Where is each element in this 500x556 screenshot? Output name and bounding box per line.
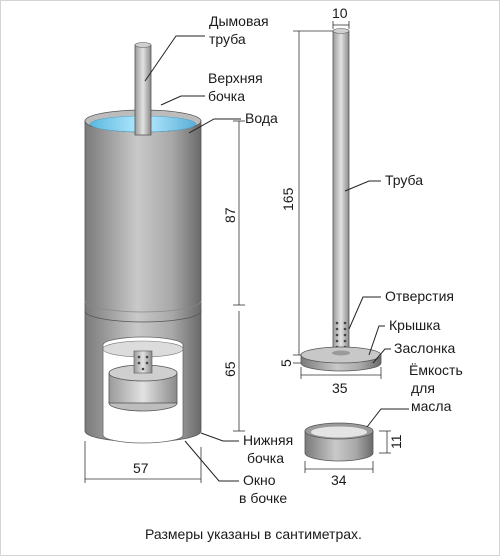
label-oil-tank-3: масла <box>411 398 452 414</box>
smoke-pipe <box>134 42 152 136</box>
lid-disc <box>300 346 382 372</box>
label-lower-barrel-1: Нижняя <box>243 432 293 448</box>
dim-lower-barrel-height: 65 <box>222 361 238 377</box>
dim-lid-thickness: 5 <box>278 359 294 367</box>
label-oil-tank-2: для <box>411 380 435 396</box>
dim-upper-barrel-height: 87 <box>222 207 238 223</box>
label-oil-tank-1: Ёмкость <box>409 362 463 378</box>
upper-barrel <box>84 109 202 323</box>
dimension-lines <box>84 21 391 483</box>
label-lid: Крышка <box>389 317 441 333</box>
label-smoke-pipe-2: труба <box>209 31 246 47</box>
long-pipe <box>332 28 350 352</box>
label-damper: Заслонка <box>394 340 456 356</box>
oil-burner-inside <box>108 350 178 412</box>
label-window-2: в бочке <box>239 490 287 506</box>
label-water: Вода <box>245 110 278 126</box>
dim-pipe-diameter: 10 <box>332 5 348 21</box>
dim-pipe-length: 165 <box>280 187 296 211</box>
oil-tank <box>304 422 374 462</box>
dim-barrel-diameter: 57 <box>133 460 149 476</box>
label-lower-barrel-2: бочка <box>247 450 284 466</box>
label-upper-barrel-1: Верхняя <box>208 70 263 86</box>
label-upper-barrel-2: бочка <box>208 88 245 104</box>
dim-tank-diameter: 34 <box>331 472 347 488</box>
leader-lines <box>144 35 409 482</box>
caption: Размеры указаны в сантиметрах. <box>145 526 362 542</box>
label-smoke-pipe-1: Дымовая <box>209 13 269 29</box>
label-window-1: Окно <box>243 472 276 488</box>
dim-lid-diameter: 35 <box>332 380 348 396</box>
dim-tank-height: 11 <box>388 434 404 449</box>
label-pipe: Труба <box>385 172 423 188</box>
label-holes: Отверстия <box>385 288 454 304</box>
